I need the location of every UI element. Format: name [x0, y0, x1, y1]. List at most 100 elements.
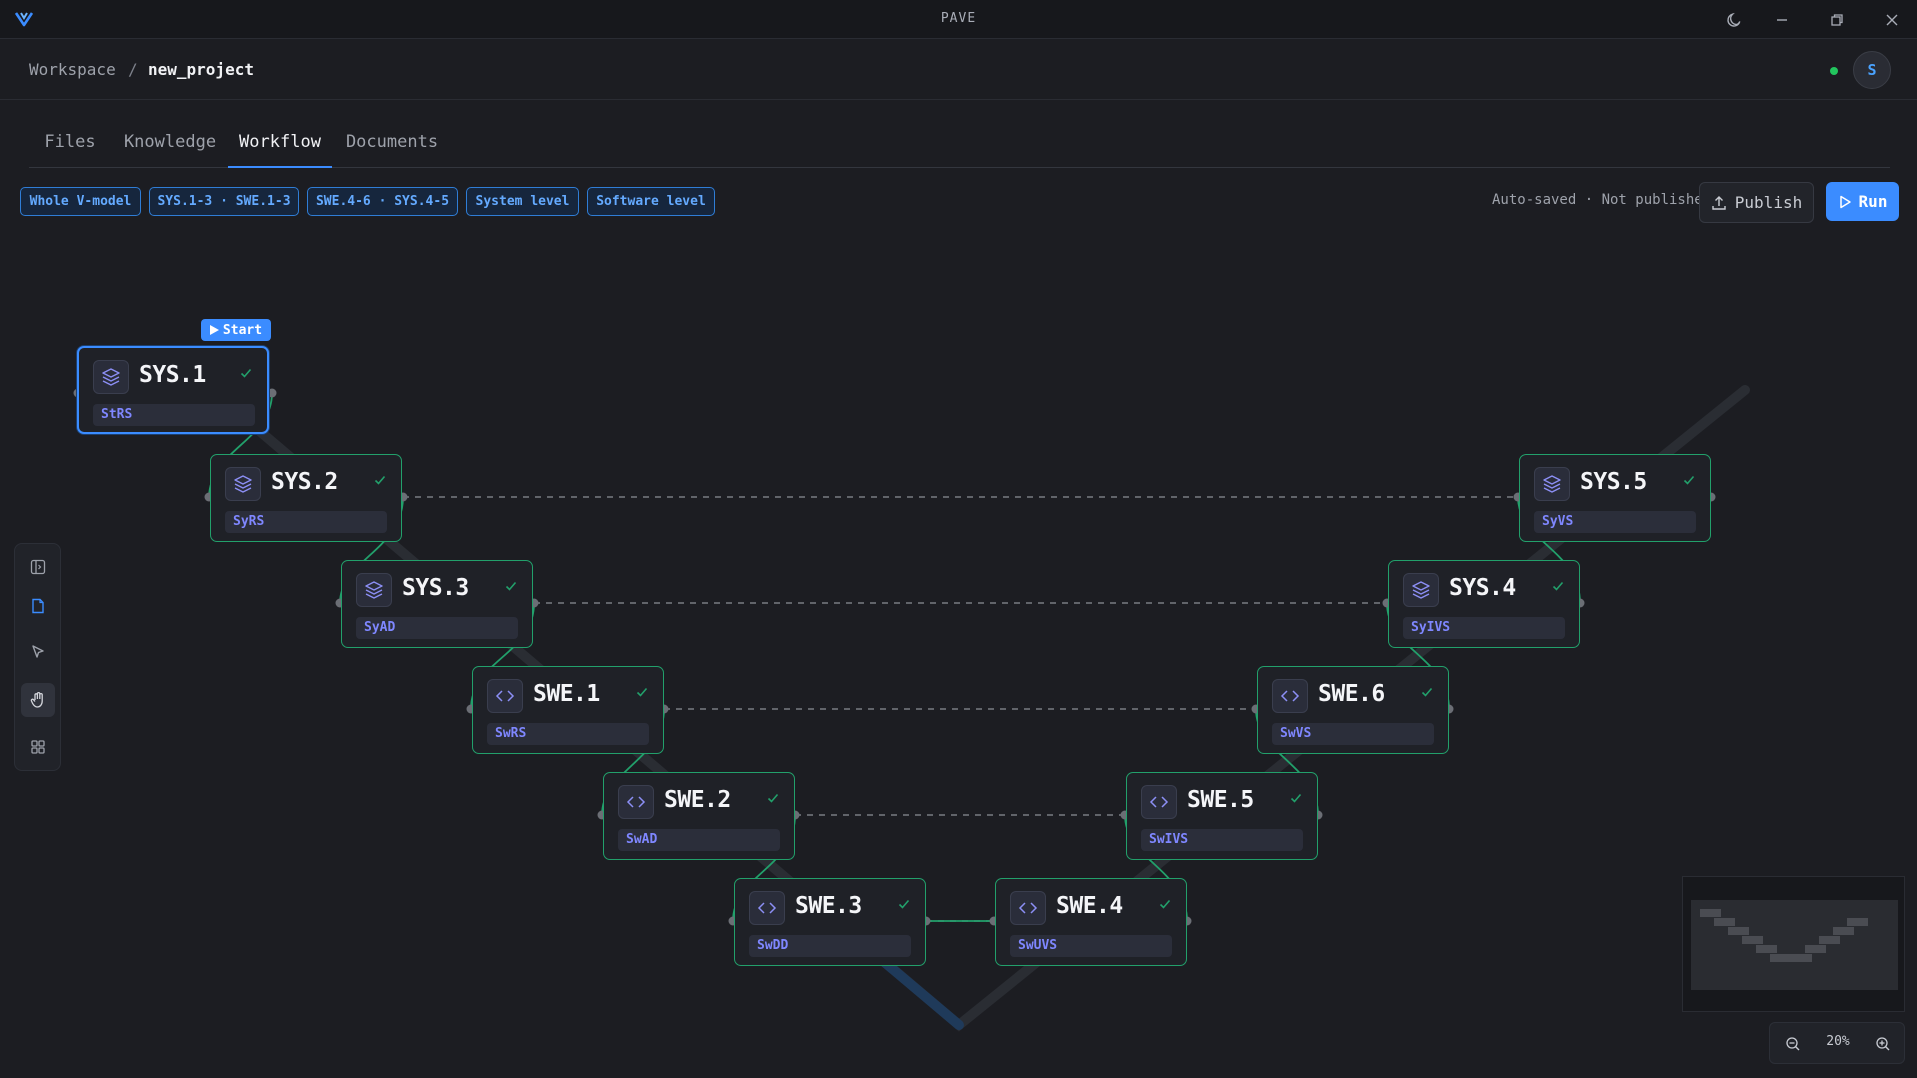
node-title: SYS.2	[271, 469, 338, 495]
minimap-node	[1819, 936, 1840, 944]
node-title: SYS.1	[139, 362, 206, 388]
node-swe4[interactable]: SWE.4 SwUVS	[995, 878, 1187, 966]
node-sys3[interactable]: SYS.3 SyAD	[341, 560, 533, 648]
minimap-node	[1728, 927, 1749, 935]
toggle-panel-icon[interactable]	[21, 550, 55, 584]
code-icon	[749, 891, 785, 925]
node-title: SWE.1	[533, 681, 600, 707]
code-icon	[487, 679, 523, 713]
pointer-icon[interactable]	[21, 635, 55, 669]
run-label: Run	[1858, 192, 1888, 211]
save-status: Auto-saved · Not published	[1492, 192, 1712, 208]
check-icon	[240, 368, 252, 378]
check-icon	[1159, 899, 1171, 909]
start-badge-label: Start	[222, 322, 263, 338]
node-title: SWE.2	[664, 787, 731, 813]
check-icon	[898, 899, 910, 909]
publish-button[interactable]: Publish	[1699, 182, 1814, 223]
app-title: PAVE	[940, 11, 977, 26]
minimap[interactable]	[1682, 876, 1905, 1012]
code-icon	[618, 785, 654, 819]
minimap-node	[1805, 945, 1826, 953]
publish-label: Publish	[1734, 193, 1803, 212]
check-icon	[505, 581, 517, 591]
minimap-node	[1791, 954, 1812, 962]
run-button[interactable]: Run	[1826, 182, 1899, 221]
node-subtitle: SwDD	[749, 935, 911, 957]
node-subtitle: SyVS	[1534, 511, 1696, 533]
node-swe1[interactable]: SWE.1 SwRS	[472, 666, 664, 754]
play-icon	[209, 325, 219, 335]
node-swe5[interactable]: SWE.5 SwIVS	[1126, 772, 1318, 860]
node-swe2[interactable]: SWE.2 SwAD	[603, 772, 795, 860]
zoom-in-icon[interactable]	[1872, 1033, 1894, 1055]
node-subtitle: SwVS	[1272, 723, 1434, 745]
code-icon	[1141, 785, 1177, 819]
online-status-indicator	[1830, 67, 1838, 75]
minimap-node	[1833, 927, 1854, 935]
zoom-out-icon[interactable]	[1782, 1033, 1804, 1055]
upload-icon	[1712, 195, 1726, 210]
check-icon	[767, 793, 779, 803]
grid-layout-icon[interactable]	[21, 730, 55, 764]
tab-documents[interactable]: Documents	[345, 132, 439, 152]
layers-icon	[1403, 573, 1439, 607]
restore-icon[interactable]	[1826, 9, 1848, 31]
close-icon[interactable]	[1881, 9, 1903, 31]
node-title: SYS.3	[402, 575, 469, 601]
minimap-node	[1756, 945, 1777, 953]
title-bar: PAVE	[0, 0, 1917, 39]
app-logo-icon	[14, 12, 34, 27]
tab-files[interactable]: Files	[44, 132, 96, 152]
node-subtitle: SwIVS	[1141, 829, 1303, 851]
code-icon	[1010, 891, 1046, 925]
minimap-viewport	[1691, 900, 1898, 990]
node-sys5[interactable]: SYS.5 SyVS	[1519, 454, 1711, 542]
check-icon	[1421, 687, 1433, 697]
node-sys1[interactable]: SYS.1 StRS	[77, 346, 269, 434]
node-subtitle: SyRS	[225, 511, 387, 533]
node-sys4[interactable]: SYS.4 SyIVS	[1388, 560, 1580, 648]
zoom-controls: 20%	[1769, 1022, 1905, 1064]
filter-whole-v-model[interactable]: Whole V-model	[20, 187, 141, 216]
play-icon	[1839, 195, 1851, 208]
node-title: SWE.4	[1056, 893, 1123, 919]
layers-icon	[225, 467, 261, 501]
node-swe3[interactable]: SWE.3 SwDD	[734, 878, 926, 966]
breadcrumb-separator: /	[128, 60, 138, 79]
minimap-node	[1770, 954, 1791, 962]
tab-knowledge[interactable]: Knowledge	[123, 132, 217, 152]
theme-toggle-moon-icon[interactable]	[1723, 9, 1745, 31]
user-avatar[interactable]: S	[1853, 51, 1891, 89]
layers-icon	[356, 573, 392, 607]
layers-icon	[93, 360, 129, 394]
node-title: SWE.5	[1187, 787, 1254, 813]
workflow-canvas[interactable]: Start SYS.1 StRS SYS.2 SyRS SYS.3 SyAD S…	[0, 230, 1917, 1078]
hand-pan-icon[interactable]	[21, 683, 55, 717]
node-title: SWE.3	[795, 893, 862, 919]
node-title: SWE.6	[1318, 681, 1385, 707]
check-icon	[1290, 793, 1302, 803]
minimize-icon[interactable]	[1771, 9, 1793, 31]
breadcrumb-current: new_project	[148, 60, 254, 79]
check-icon	[374, 475, 386, 485]
layers-icon	[1534, 467, 1570, 501]
filter-sys1-3-swe1-3[interactable]: SYS.1-3 · SWE.1-3	[149, 187, 299, 216]
tab-workflow[interactable]: Workflow	[228, 122, 332, 168]
tab-bar: Files Knowledge Workflow Documents	[29, 122, 1890, 168]
breadcrumb-workspace[interactable]: Workspace	[29, 60, 116, 79]
filter-software-level[interactable]: Software level	[587, 187, 715, 216]
node-subtitle: SwUVS	[1010, 935, 1172, 957]
node-swe6[interactable]: SWE.6 SwVS	[1257, 666, 1449, 754]
node-subtitle: SyIVS	[1403, 617, 1565, 639]
document-icon[interactable]	[21, 589, 55, 623]
filter-swe4-6-sys4-5[interactable]: SWE.4-6 · SYS.4-5	[307, 187, 458, 216]
node-sys2[interactable]: SYS.2 SyRS	[210, 454, 402, 542]
node-subtitle: StRS	[93, 404, 255, 426]
check-icon	[1683, 475, 1695, 485]
node-subtitle: SwRS	[487, 723, 649, 745]
filter-system-level[interactable]: System level	[466, 187, 579, 216]
tool-palette	[14, 543, 61, 771]
check-icon	[1552, 581, 1564, 591]
check-icon	[636, 687, 648, 697]
